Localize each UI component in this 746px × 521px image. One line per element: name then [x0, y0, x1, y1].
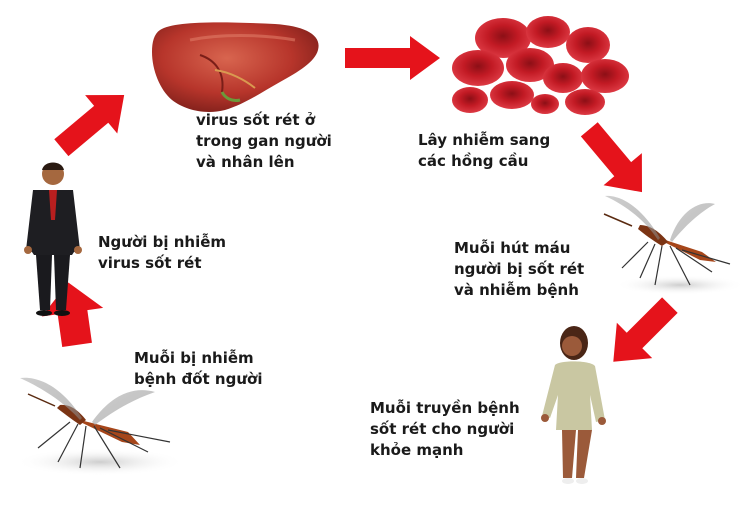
- step-label-line: Lây nhiễm sang: [418, 130, 550, 151]
- step-label-liver: virus sốt rét ở trong gan người và nhân …: [196, 110, 332, 173]
- step-label-line: các hồng cầu: [418, 151, 550, 172]
- mosquito-illustration: [15, 378, 185, 476]
- step-label-blood: Lây nhiễm sang các hồng cầu: [418, 130, 550, 172]
- step-label-line: khỏe mạnh: [370, 440, 520, 461]
- step-label-transmit: Muỗi truyền bệnh sốt rét cho người khỏe …: [370, 398, 520, 461]
- liver-illustration: [152, 22, 319, 112]
- mosquito-illustration: [604, 196, 745, 295]
- step-label-line: người bị sốt rét: [454, 259, 584, 280]
- red-blood-cells-illustration: [452, 16, 629, 115]
- step-label-mosquito-bite: Muỗi hút máu người bị sốt rét và nhiễm b…: [454, 238, 584, 301]
- step-label-line: trong gan người: [196, 131, 332, 152]
- step-label-line: virus sốt rét ở: [196, 110, 332, 131]
- step-label-line: Người bị nhiễm: [98, 232, 226, 253]
- step-label-line: sốt rét cho người: [370, 419, 520, 440]
- step-label-line: Muỗi bị nhiễm: [134, 348, 262, 369]
- step-label-line: Muỗi hút máu: [454, 238, 584, 259]
- woman-illustration: [541, 326, 606, 484]
- step-label-line: virus sốt rét: [98, 253, 226, 274]
- step-label-line: bệnh đốt người: [134, 369, 262, 390]
- step-label-infected-person: Người bị nhiễm virus sốt rét: [98, 232, 226, 274]
- step-label-line: và nhân lên: [196, 152, 332, 173]
- step-label-infected-mosquito: Muỗi bị nhiễm bệnh đốt người: [134, 348, 262, 390]
- step-label-line: và nhiễm bệnh: [454, 280, 584, 301]
- step-label-line: Muỗi truyền bệnh: [370, 398, 520, 419]
